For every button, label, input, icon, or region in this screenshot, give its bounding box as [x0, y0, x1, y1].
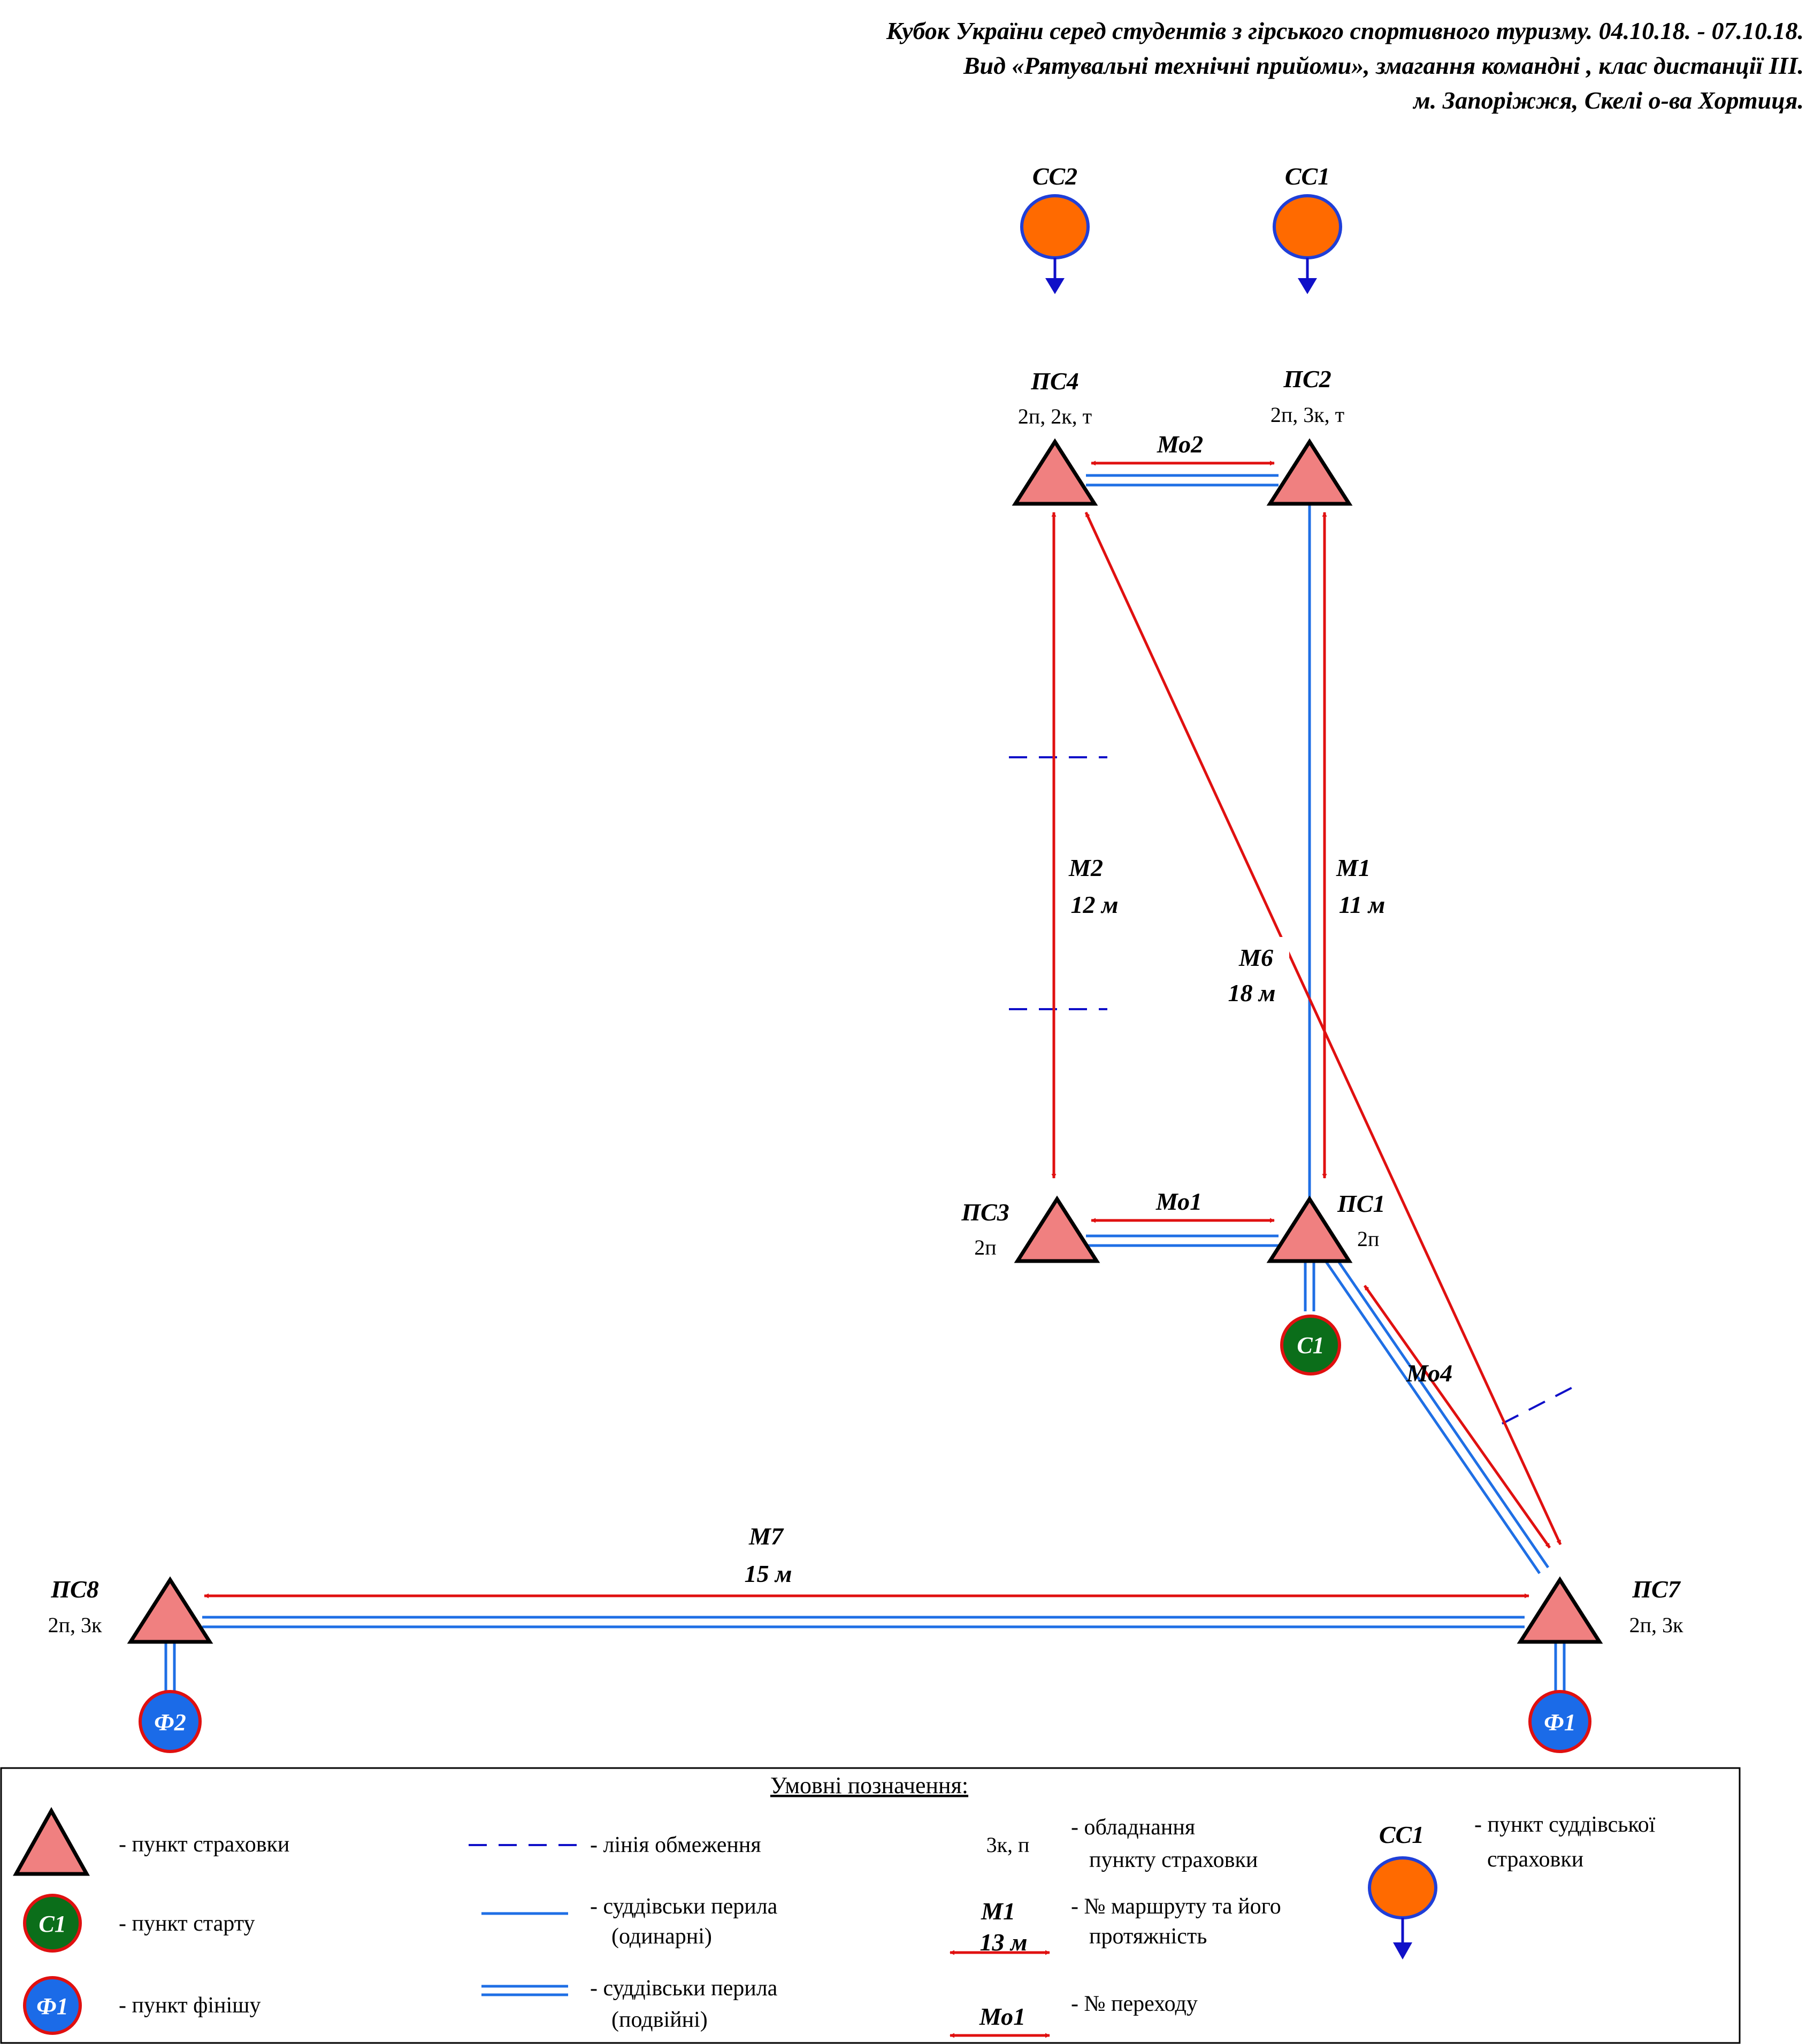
belay-point-marker: [1266, 1195, 1353, 1263]
transition-mo2-label: Мо2: [1157, 431, 1203, 458]
transition-mo4-label: Мо4: [1406, 1359, 1452, 1387]
belay-point-equipment: 2п, 3к: [1629, 1613, 1683, 1637]
legend-equipment-text-1: - обладнання: [1071, 1815, 1195, 1840]
legend-double-rope-text-2: (подвійні): [611, 2008, 708, 2032]
start-point-marker: [1280, 1315, 1341, 1376]
route-m2-length: 12 м: [1070, 891, 1118, 918]
legend-frame: [0, 1767, 1741, 2044]
legend-single-rope-text-1: - суддівськи перила: [590, 1894, 778, 1919]
legend-judge-text-1: - пункт суддівської: [1474, 1812, 1656, 1837]
belay-point-label: ПС1: [1337, 1190, 1385, 1217]
start-point-c1: С1: [1280, 1315, 1341, 1376]
finish-point-marker: [1528, 1690, 1591, 1753]
legend-route-text-1: - № маршруту та його: [1071, 1894, 1281, 1919]
belay-point-label: ПС3: [961, 1198, 1009, 1226]
transition-mo1-label: Мо1: [1155, 1188, 1202, 1215]
belay-point-equipment: 2п: [1357, 1227, 1379, 1251]
legend-equipment-text-2: пункту страховки: [1089, 1848, 1258, 1872]
route-m7-name: М7: [748, 1523, 784, 1550]
header-line-2: Вид «Рятувальні технічні прийоми», змага…: [963, 52, 1804, 79]
belay-point-equipment: 2п, 3к: [48, 1613, 102, 1637]
belay-point-ps2: ПС2 2п, 3к, т: [1266, 365, 1353, 506]
legend-judge-symbol: СС1: [1379, 1821, 1424, 1848]
route-m2-name: М2: [1068, 854, 1103, 881]
legend-finish-point-text: - пункт фінішу: [119, 1993, 261, 2018]
belay-point-marker: [1014, 1195, 1100, 1263]
judge-ropes: [164, 474, 1566, 1691]
belay-point-ps1: ПС1 2п: [1266, 1190, 1385, 1263]
legend-limit-line-text: - лінія обмеження: [590, 1833, 761, 1857]
header-line-1: Кубок України серед студентів з гірськог…: [886, 17, 1804, 44]
belay-point-marker: [1266, 438, 1353, 506]
route-m6-length: 18 м: [1228, 979, 1275, 1006]
legend-belay-point-text: - пункт страховки: [119, 1832, 289, 1857]
belay-point-label: ПС2: [1283, 365, 1331, 393]
legend-finish-symbol: Ф1: [36, 1993, 68, 2019]
legend-transition-text: - № переходу: [1071, 1992, 1198, 2016]
legend-triangle-icon: [13, 1807, 90, 1876]
finish-point-label: Ф1: [1544, 1709, 1575, 1735]
belay-point-ps4: ПС4 2п, 2к, т: [1012, 367, 1098, 506]
belay-point-label: ПС4: [1030, 367, 1078, 395]
route-arrows: [204, 460, 1562, 1599]
judge-point-ss1: СС1: [1273, 163, 1342, 294]
finish-point-f2: Ф2: [139, 1690, 202, 1753]
route-m1-name: М1: [1336, 854, 1371, 881]
judge-point-label: СС2: [1032, 163, 1077, 190]
route-m6-name: М6: [1238, 944, 1273, 971]
legend-single-rope-text-2: (одинарні): [611, 1924, 712, 1949]
route-m1-length: 11 м: [1339, 891, 1385, 918]
legend-route-sample-name: М1: [981, 1897, 1015, 1925]
finish-point-label: Ф2: [154, 1709, 186, 1735]
belay-point-label: ПС7: [1632, 1576, 1681, 1603]
legend-start-icon: [23, 1894, 82, 1953]
legend-route-sample-length: 13 м: [979, 1928, 1027, 1956]
judge-point-label: СС1: [1285, 163, 1330, 190]
finish-point-marker: [139, 1690, 202, 1753]
legend-equipment-sample: 3к, п: [986, 1833, 1030, 1857]
belay-point-equipment: 2п: [974, 1235, 996, 1259]
belay-point-label: ПС8: [50, 1576, 98, 1603]
legend-start-point-text: - пункт старту: [119, 1911, 255, 1936]
legend-route-text-2: протяжність: [1089, 1924, 1207, 1949]
legend: Умовні позначення: - пункт страховки С1 …: [0, 1767, 1741, 2044]
legend-transition-sample: Мо1: [979, 2003, 1025, 2030]
legend-start-symbol: С1: [39, 1911, 66, 1937]
judge-point-marker: [1020, 194, 1090, 259]
belay-point-marker: [127, 1576, 213, 1644]
judge-point-marker: [1273, 194, 1342, 259]
belay-point-ps3: ПС3 2п: [961, 1195, 1100, 1263]
belay-point-equipment: 2п, 2к, т: [1018, 404, 1092, 428]
legend-title: Умовні позначення:: [770, 1772, 968, 1799]
start-point-label: С1: [1297, 1332, 1324, 1358]
belay-point-marker: [1012, 438, 1098, 506]
legend-judge-icon: [1368, 1856, 1437, 1919]
belay-point-ps8: ПС8 2п, 3к: [48, 1576, 213, 1644]
belay-point-equipment: 2п, 3к, т: [1270, 403, 1344, 427]
legend-double-rope-text-1: - суддівськи перила: [590, 1976, 778, 2001]
belay-point-ps7: ПС7 2п, 3к: [1517, 1576, 1683, 1644]
legend-finish-icon: [23, 1976, 82, 2035]
finish-point-f1: Ф1: [1528, 1690, 1591, 1753]
header-line-3: м. Запоріжжя, Скелі о-ва Хортиця.: [1412, 87, 1804, 114]
route-m7-length: 15 м: [744, 1560, 792, 1587]
route-mo4-arrow: [1363, 1285, 1551, 1549]
legend-judge-text-2: страховки: [1487, 1847, 1583, 1872]
judge-point-ss2: СС2: [1020, 163, 1090, 294]
belay-point-marker: [1517, 1576, 1603, 1644]
